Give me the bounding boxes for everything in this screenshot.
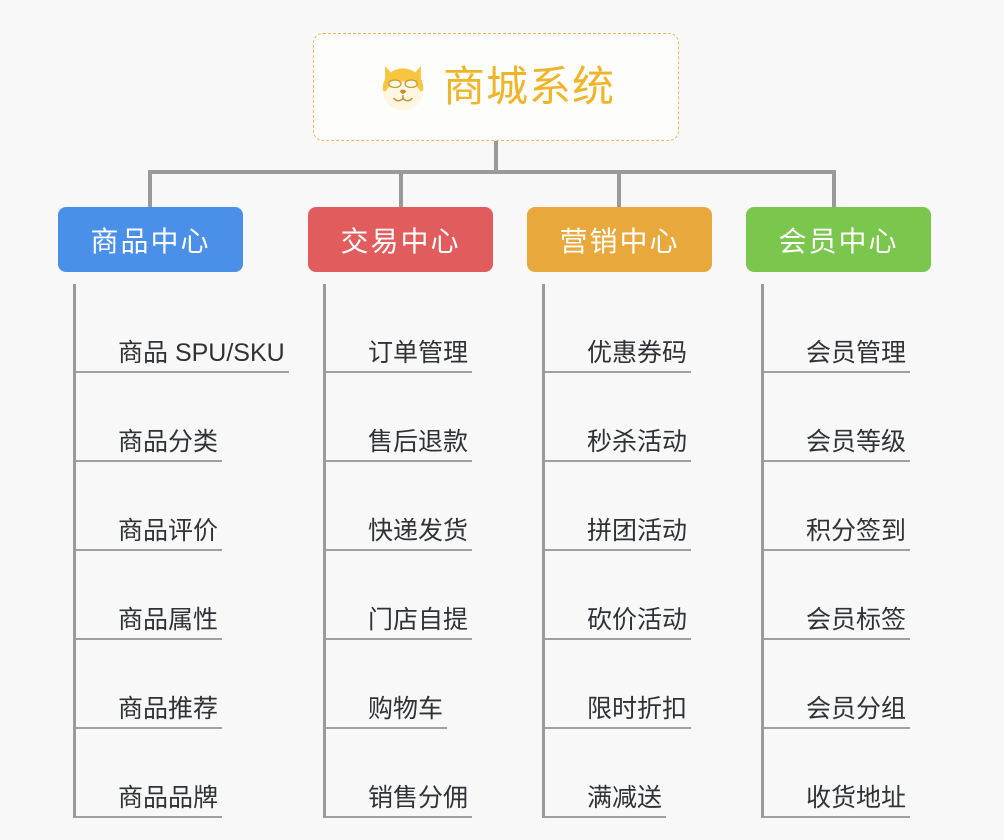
connector-root-stem bbox=[494, 141, 498, 172]
branch-column-trade-center: 交易中心订单管理售后退款快递发货门店自提购物车销售分佣 bbox=[308, 207, 493, 818]
leaf-item[interactable]: 限时折扣 bbox=[545, 640, 712, 729]
leaf-item[interactable]: 销售分佣 bbox=[326, 729, 493, 818]
leaf-label: 快递发货 bbox=[368, 516, 469, 545]
leaf-label: 满减送 bbox=[587, 783, 663, 812]
leaf-label: 会员管理 bbox=[806, 338, 907, 367]
leaf-underline bbox=[545, 371, 691, 373]
leaf-list-trade-center: 订单管理售后退款快递发货门店自提购物车销售分佣 bbox=[323, 284, 493, 818]
leaf-label: 优惠券码 bbox=[587, 338, 688, 367]
leaf-underline bbox=[326, 638, 472, 640]
leaf-list-product-center: 商品 SPU/SKU 商品分类商品评价商品属性商品推荐商品品牌 bbox=[73, 284, 289, 818]
leaf-underline bbox=[326, 371, 472, 373]
connector-drop-2 bbox=[399, 170, 403, 208]
shiba-dog-face-icon bbox=[377, 61, 429, 113]
connector-horizontal-bus bbox=[148, 170, 836, 174]
connector-drop-4 bbox=[832, 170, 836, 208]
leaf-underline bbox=[76, 816, 222, 818]
category-header-marketing-center[interactable]: 营销中心 bbox=[527, 207, 712, 272]
leaf-item[interactable]: 会员管理 bbox=[764, 284, 931, 373]
leaf-item[interactable]: 订单管理 bbox=[326, 284, 493, 373]
leaf-label: 售后退款 bbox=[368, 427, 469, 456]
leaf-underline bbox=[76, 638, 222, 640]
leaf-item[interactable]: 积分签到 bbox=[764, 462, 931, 551]
leaf-item[interactable]: 商品分类 bbox=[76, 373, 289, 462]
root-title: 商城系统 bbox=[442, 63, 615, 110]
leaf-item[interactable]: 售后退款 bbox=[326, 373, 493, 462]
leaf-item[interactable]: 商品评价 bbox=[76, 462, 289, 551]
leaf-label: 积分签到 bbox=[806, 516, 907, 545]
leaf-label: 购物车 bbox=[368, 694, 444, 723]
leaf-underline bbox=[326, 816, 472, 818]
leaf-underline bbox=[764, 371, 910, 373]
connector-drop-1 bbox=[148, 170, 152, 208]
leaf-label: 订单管理 bbox=[368, 338, 469, 367]
leaf-item[interactable]: 商品 SPU/SKU bbox=[76, 284, 289, 373]
leaf-underline bbox=[764, 727, 910, 729]
leaf-label: 商品评价 bbox=[118, 516, 219, 545]
leaf-label: 销售分佣 bbox=[368, 783, 469, 812]
leaf-item[interactable]: 商品推荐 bbox=[76, 640, 289, 729]
leaf-label: 限时折扣 bbox=[587, 694, 688, 723]
leaf-item[interactable]: 秒杀活动 bbox=[545, 373, 712, 462]
leaf-item[interactable]: 会员等级 bbox=[764, 373, 931, 462]
branch-column-member-center: 会员中心会员管理会员等级积分签到会员标签会员分组收货地址 bbox=[746, 207, 931, 818]
leaf-item[interactable]: 砍价活动 bbox=[545, 551, 712, 640]
leaf-label: 商品分类 bbox=[118, 427, 219, 456]
leaf-label: 门店自提 bbox=[368, 605, 469, 634]
leaf-underline bbox=[545, 549, 691, 551]
leaf-underline bbox=[545, 727, 691, 729]
leaf-item[interactable]: 商品属性 bbox=[76, 551, 289, 640]
leaf-underline bbox=[764, 638, 910, 640]
leaf-underline bbox=[76, 371, 289, 373]
leaf-label: 商品品牌 bbox=[118, 783, 219, 812]
leaf-label: 秒杀活动 bbox=[587, 427, 688, 456]
leaf-underline bbox=[764, 549, 910, 551]
leaf-underline bbox=[545, 460, 691, 462]
leaf-item[interactable]: 购物车 bbox=[326, 640, 493, 729]
root-node-mall-system[interactable]: 商城系统 bbox=[313, 33, 679, 141]
leaf-item[interactable]: 快递发货 bbox=[326, 462, 493, 551]
leaf-item[interactable]: 拼团活动 bbox=[545, 462, 712, 551]
branch-column-product-center: 商品中心商品 SPU/SKU 商品分类商品评价商品属性商品推荐商品品牌 bbox=[58, 207, 289, 818]
leaf-item[interactable]: 会员标签 bbox=[764, 551, 931, 640]
leaf-underline bbox=[326, 727, 447, 729]
leaf-underline bbox=[326, 549, 472, 551]
leaf-item[interactable]: 收货地址 bbox=[764, 729, 931, 818]
leaf-underline bbox=[76, 727, 222, 729]
leaf-underline bbox=[764, 460, 910, 462]
leaf-underline bbox=[76, 549, 222, 551]
leaf-list-member-center: 会员管理会员等级积分签到会员标签会员分组收货地址 bbox=[761, 284, 931, 818]
leaf-underline bbox=[764, 816, 910, 818]
leaf-label: 商品 SPU/SKU bbox=[118, 338, 285, 367]
leaf-label: 商品属性 bbox=[118, 605, 219, 634]
leaf-list-marketing-center: 优惠券码秒杀活动拼团活动砍价活动限时折扣满减送 bbox=[542, 284, 712, 818]
connector-drop-3 bbox=[617, 170, 621, 208]
category-header-member-center[interactable]: 会员中心 bbox=[746, 207, 931, 272]
leaf-label: 收货地址 bbox=[806, 783, 907, 812]
leaf-item[interactable]: 优惠券码 bbox=[545, 284, 712, 373]
leaf-underline bbox=[326, 460, 472, 462]
leaf-item[interactable]: 满减送 bbox=[545, 729, 712, 818]
leaf-label: 会员标签 bbox=[806, 605, 907, 634]
leaf-item[interactable]: 会员分组 bbox=[764, 640, 931, 729]
leaf-underline bbox=[76, 460, 222, 462]
leaf-label: 拼团活动 bbox=[587, 516, 688, 545]
leaf-label: 会员分组 bbox=[806, 694, 907, 723]
leaf-underline bbox=[545, 638, 691, 640]
leaf-label: 会员等级 bbox=[806, 427, 907, 456]
leaf-item[interactable]: 门店自提 bbox=[326, 551, 493, 640]
leaf-underline bbox=[545, 816, 666, 818]
leaf-label: 商品推荐 bbox=[118, 694, 219, 723]
category-header-trade-center[interactable]: 交易中心 bbox=[308, 207, 493, 272]
leaf-item[interactable]: 商品品牌 bbox=[76, 729, 289, 818]
branch-column-marketing-center: 营销中心优惠券码秒杀活动拼团活动砍价活动限时折扣满减送 bbox=[527, 207, 712, 818]
leaf-label: 砍价活动 bbox=[587, 605, 688, 634]
category-header-product-center[interactable]: 商品中心 bbox=[58, 207, 243, 272]
